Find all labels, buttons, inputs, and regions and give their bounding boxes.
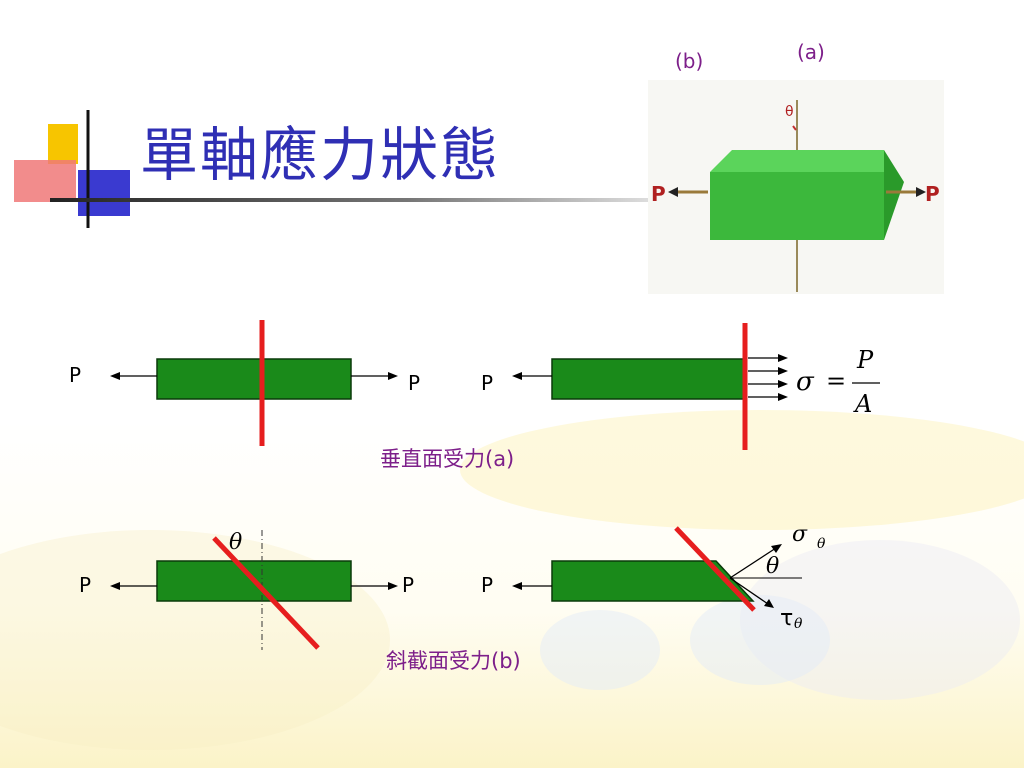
arrow-b-cut-left-head	[512, 582, 522, 590]
block-right-force-label: P	[925, 182, 940, 206]
block-right-force-arrowhead	[916, 187, 926, 197]
figure-label-a: (a)	[797, 40, 825, 64]
shear-stress-subscript: θ	[794, 616, 803, 632]
arrow-b-left-head	[110, 582, 120, 590]
cut-line-b-left	[212, 536, 320, 650]
block-theta-label: θ	[785, 104, 794, 120]
force-a-left-label: P	[69, 363, 82, 387]
logo-red-square	[14, 160, 76, 202]
figure-label-b: (b)	[675, 49, 704, 73]
force-b-left-label: P	[79, 573, 92, 597]
normal-stress-subscript: θ	[817, 536, 826, 552]
title-underline	[50, 198, 650, 202]
arrow-a-cut-left-head	[512, 372, 522, 380]
caption-a: 垂直面受力(a)	[380, 443, 514, 473]
block-angle-mark	[792, 125, 797, 131]
angle-theta-right: θ	[766, 554, 780, 579]
caption-b: 斜截面受力(b)	[386, 645, 521, 675]
angle-theta-left: θ	[229, 530, 243, 555]
bar-a-right	[551, 358, 746, 400]
cut-line-b-right	[674, 526, 756, 612]
block-left-force-arrowhead	[668, 187, 678, 197]
caption-b-text: 斜截面受力	[386, 649, 491, 673]
caption-b-tag: (b)	[491, 649, 521, 673]
block-left-force-label: P	[651, 182, 666, 206]
arrow-a-right-head	[388, 372, 398, 380]
force-b-cut-label: P	[481, 573, 494, 597]
logo-yellow-square	[48, 124, 78, 164]
force-a-right-label: P	[408, 371, 421, 395]
arrow-a-left-head	[110, 372, 120, 380]
formula-denominator: A	[855, 390, 873, 418]
force-b-right-label: P	[402, 573, 415, 597]
uniform-stress-arrows	[748, 354, 788, 401]
bar-a-left	[156, 358, 352, 400]
caption-a-tag: (a)	[485, 447, 515, 471]
normal-stress-arrow	[729, 547, 777, 579]
shear-stress-arrow	[729, 577, 769, 605]
formula-equals: =	[826, 367, 847, 395]
page-title: 單軸應力狀態	[140, 121, 501, 189]
shear-stress-arrowhead	[764, 599, 774, 608]
caption-a-text: 垂直面受力	[380, 447, 485, 471]
formula-numerator: P	[857, 346, 874, 374]
formula-sigma: σ	[796, 367, 814, 397]
normal-stress-arrowhead	[771, 544, 782, 553]
arrow-b-right-head	[388, 582, 398, 590]
normal-stress-symbol: σ	[792, 522, 808, 547]
shear-stress-symbol: τ	[780, 606, 794, 631]
block-side-face	[884, 150, 904, 240]
block-front-face	[710, 172, 884, 240]
bar-b-right	[551, 560, 755, 602]
block-top-face	[710, 150, 884, 172]
force-a-cut-label: P	[481, 371, 494, 395]
